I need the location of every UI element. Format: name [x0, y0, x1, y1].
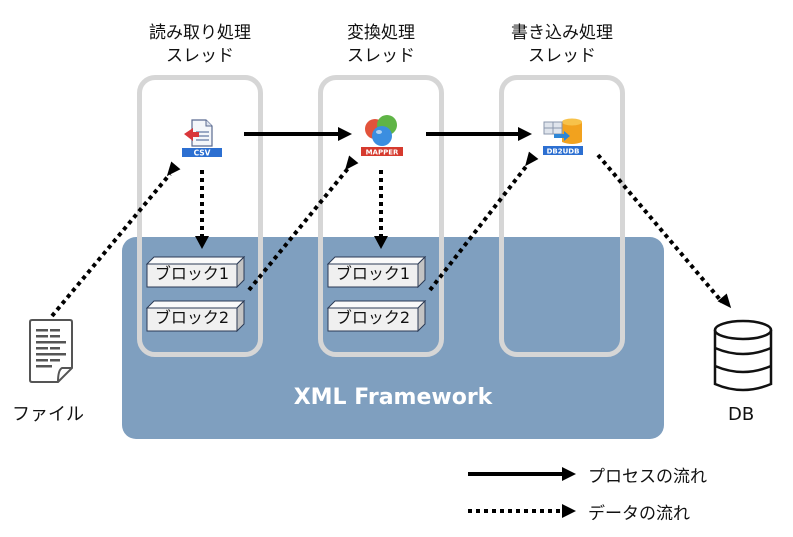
legend-process-label: プロセスの流れ	[588, 467, 707, 487]
data-arrow-write-to-db	[596, 153, 724, 304]
arrowhead	[374, 236, 388, 249]
arrowhead	[344, 155, 359, 171]
arrowhead	[717, 293, 732, 309]
arrowhead	[562, 504, 576, 518]
document-icon	[26, 318, 78, 386]
process-flow-arrows	[244, 127, 532, 141]
block-label: ブロック1	[335, 264, 411, 283]
legend-data-label: データの流れ	[588, 504, 690, 524]
thread-title-line2: スレッド	[347, 46, 415, 66]
thread-title-line1: 書き込み処理	[511, 23, 613, 43]
arrowhead	[166, 161, 181, 177]
thread-box-write	[499, 75, 625, 357]
thread-box-transform	[318, 75, 444, 357]
data-arrow-file-to-read	[50, 172, 172, 318]
arrowhead	[562, 467, 576, 481]
thread-box-read	[137, 75, 263, 357]
thread-title-transform: 変換処理 スレッド	[296, 22, 466, 68]
block-read-1: ブロック1	[146, 256, 246, 288]
data-arrowheads	[166, 151, 732, 309]
arrowhead	[518, 127, 532, 141]
data-flow-arrows	[50, 153, 724, 318]
arrowhead	[195, 236, 209, 249]
block-transform-2: ブロック2	[327, 300, 427, 332]
source-label: ファイル	[12, 404, 84, 425]
block-transform-1: ブロック1	[327, 256, 427, 288]
framework-label: XML Framework	[293, 385, 493, 410]
thread-title-write: 書き込み処理 スレッド	[477, 22, 647, 68]
data-arrow-block-to-write	[428, 162, 530, 292]
block-label: ブロック2	[154, 308, 230, 327]
svg-text:MAPPER: MAPPER	[366, 149, 399, 157]
mapper-icon: MAPPER	[358, 112, 406, 158]
db-writer-icon: DB2UDB	[540, 116, 586, 158]
arrowhead	[338, 127, 352, 141]
data-arrow-block-to-transform	[247, 164, 352, 292]
thread-title-read: 読み取り処理 スレッド	[115, 22, 285, 68]
block-label: ブロック2	[335, 308, 411, 327]
database-icon	[712, 318, 774, 394]
svg-text:DB2UDB: DB2UDB	[547, 148, 580, 156]
arrowhead	[525, 151, 539, 167]
thread-title-line1: 変換処理	[347, 23, 415, 43]
legend-arrows	[468, 467, 576, 518]
block-label: ブロック1	[154, 264, 230, 283]
thread-title-line2: スレッド	[528, 46, 596, 66]
thread-title-line1: 読み取り処理	[149, 23, 251, 43]
target-label: DB	[728, 404, 755, 425]
thread-title-line2: スレッド	[166, 46, 234, 66]
block-read-2: ブロック2	[146, 300, 246, 332]
svg-text:CSV: CSV	[194, 149, 211, 158]
csv-reader-icon: CSV	[180, 118, 224, 160]
